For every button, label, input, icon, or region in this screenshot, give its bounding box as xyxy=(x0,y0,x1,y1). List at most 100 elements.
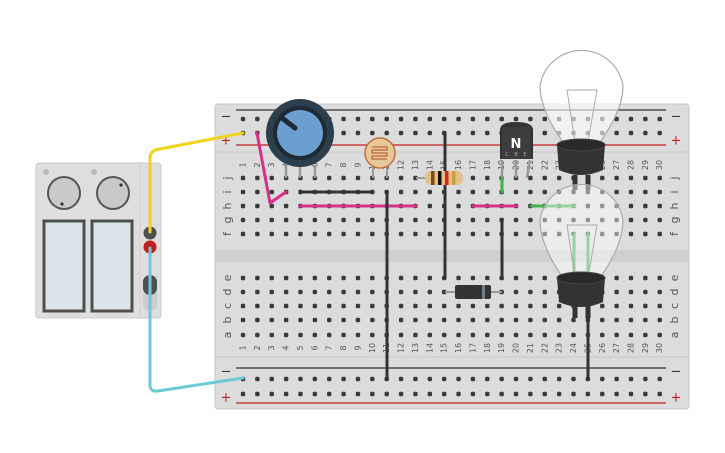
breadboard-hole[interactable] xyxy=(470,275,476,281)
breadboard-hole[interactable] xyxy=(485,391,490,397)
breadboard-hole[interactable] xyxy=(355,391,361,397)
breadboard-hole[interactable] xyxy=(413,376,418,382)
breadboard-hole[interactable] xyxy=(600,303,605,309)
breadboard-hole[interactable] xyxy=(269,332,274,338)
breadboard-hole[interactable] xyxy=(614,289,619,295)
breadboard-hole[interactable] xyxy=(355,275,361,281)
breadboard-hole[interactable] xyxy=(413,231,418,237)
blue-wire[interactable] xyxy=(148,246,245,393)
breadboard-hole[interactable] xyxy=(456,317,461,323)
breadboard-hole[interactable] xyxy=(499,303,504,309)
breadboard-hole[interactable] xyxy=(513,231,519,237)
breadboard-hole[interactable] xyxy=(614,116,619,122)
breadboard-hole[interactable] xyxy=(298,217,303,223)
breadboard-hole[interactable] xyxy=(298,391,303,397)
breadboard-hole[interactable] xyxy=(657,217,662,223)
breadboard-hole[interactable] xyxy=(528,275,533,281)
breadboard-hole[interactable] xyxy=(413,289,418,295)
npn-transistor[interactable]: N C B E xyxy=(500,122,533,179)
breadboard-hole[interactable] xyxy=(456,275,461,281)
breadboard-hole[interactable] xyxy=(283,332,289,338)
breadboard-hole[interactable] xyxy=(370,317,375,323)
breadboard-hole[interactable] xyxy=(657,203,662,209)
breadboard-hole[interactable] xyxy=(427,391,433,397)
breadboard-hole[interactable] xyxy=(470,231,476,237)
breadboard-hole[interactable] xyxy=(312,275,318,281)
breadboard-hole[interactable] xyxy=(427,189,433,195)
breadboard-hole[interactable] xyxy=(427,332,433,338)
breadboard-hole[interactable] xyxy=(355,130,361,136)
breadboard-hole[interactable] xyxy=(327,175,332,181)
breadboard-hole[interactable] xyxy=(255,317,260,323)
breadboard-hole[interactable] xyxy=(643,376,648,382)
breadboard-hole[interactable] xyxy=(556,231,562,237)
breadboard-hole[interactable] xyxy=(643,275,648,281)
breadboard-hole[interactable] xyxy=(312,303,318,309)
breadboard-hole[interactable] xyxy=(614,189,619,195)
breadboard-hole[interactable] xyxy=(643,130,648,136)
breadboard-hole[interactable] xyxy=(643,231,648,237)
breadboard-hole[interactable] xyxy=(255,275,260,281)
breadboard-hole[interactable] xyxy=(341,376,346,382)
breadboard-hole[interactable] xyxy=(485,130,490,136)
breadboard-hole[interactable] xyxy=(370,116,375,122)
breadboard-hole[interactable] xyxy=(327,303,332,309)
breadboard-hole[interactable] xyxy=(485,217,490,223)
breadboard-hole[interactable] xyxy=(643,116,648,122)
breadboard-hole[interactable] xyxy=(255,289,260,295)
breadboard-hole[interactable] xyxy=(427,303,433,309)
breadboard-hole[interactable] xyxy=(398,317,404,323)
breadboard-hole[interactable] xyxy=(643,175,648,181)
breadboard-hole[interactable] xyxy=(643,203,648,209)
breadboard-hole[interactable] xyxy=(370,130,375,136)
breadboard-hole[interactable] xyxy=(614,231,619,237)
breadboard-hole[interactable] xyxy=(542,217,547,223)
breadboard-hole[interactable] xyxy=(398,116,404,122)
breadboard-hole[interactable] xyxy=(327,317,332,323)
breadboard-hole[interactable] xyxy=(398,189,404,195)
breadboard-hole[interactable] xyxy=(441,303,447,309)
breadboard-hole[interactable] xyxy=(398,332,404,338)
breadboard-hole[interactable] xyxy=(657,376,662,382)
breadboard-hole[interactable] xyxy=(499,391,504,397)
breadboard-hole[interactable] xyxy=(355,175,361,181)
breadboard-hole[interactable] xyxy=(240,217,246,223)
breadboard-hole[interactable] xyxy=(441,332,447,338)
breadboard-hole[interactable] xyxy=(600,332,605,338)
breadboard-hole[interactable] xyxy=(413,332,418,338)
breadboard-hole[interactable] xyxy=(255,217,260,223)
breadboard-hole[interactable] xyxy=(384,391,389,397)
breadboard-hole[interactable] xyxy=(628,317,634,323)
breadboard-hole[interactable] xyxy=(571,317,576,323)
breadboard-hole[interactable] xyxy=(499,116,504,122)
breadboard-hole[interactable] xyxy=(643,317,648,323)
breadboard-hole[interactable] xyxy=(600,317,605,323)
breadboard-hole[interactable] xyxy=(513,317,519,323)
breadboard-hole[interactable] xyxy=(413,130,418,136)
breadboard-hole[interactable] xyxy=(283,303,289,309)
breadboard-hole[interactable] xyxy=(312,231,318,237)
breadboard-hole[interactable] xyxy=(470,332,476,338)
breadboard-hole[interactable] xyxy=(240,231,246,237)
breadboard-hole[interactable] xyxy=(255,231,260,237)
breadboard-hole[interactable] xyxy=(614,332,619,338)
breadboard-hole[interactable] xyxy=(269,376,274,382)
breadboard-hole[interactable] xyxy=(470,303,476,309)
breadboard-hole[interactable] xyxy=(355,317,361,323)
breadboard-hole[interactable] xyxy=(542,116,547,122)
breadboard-hole[interactable] xyxy=(528,217,533,223)
breadboard-hole[interactable] xyxy=(298,289,303,295)
breadboard-hole[interactable] xyxy=(628,391,634,397)
breadboard-hole[interactable] xyxy=(643,289,648,295)
breadboard-hole[interactable] xyxy=(427,217,433,223)
breadboard-hole[interactable] xyxy=(513,391,519,397)
breadboard-hole[interactable] xyxy=(600,376,605,382)
breadboard-hole[interactable] xyxy=(427,317,433,323)
breadboard-hole[interactable] xyxy=(628,130,634,136)
breadboard-hole[interactable] xyxy=(327,332,332,338)
breadboard-hole[interactable] xyxy=(456,116,461,122)
breadboard-hole[interactable] xyxy=(528,289,533,295)
breadboard-hole[interactable] xyxy=(556,376,562,382)
breadboard-hole[interactable] xyxy=(370,332,375,338)
breadboard-hole[interactable] xyxy=(556,217,562,223)
